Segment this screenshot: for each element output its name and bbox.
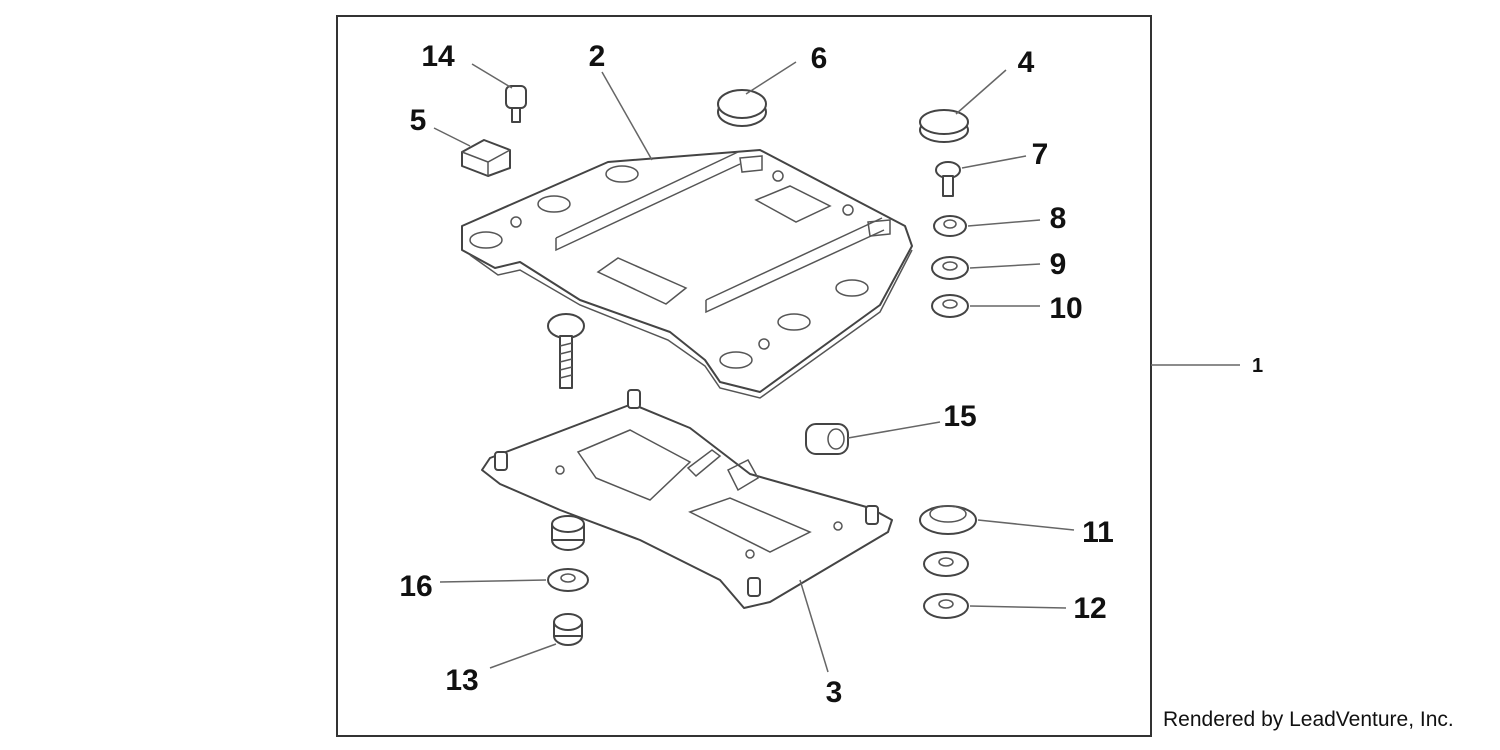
part-label-7: 7	[1032, 138, 1049, 171]
diagram-frame	[336, 15, 1152, 737]
part-label-5: 5	[410, 104, 427, 137]
part-13-collar	[553, 613, 583, 646]
part-11-grommet	[919, 505, 977, 535]
part-label-8: 8	[1050, 202, 1067, 235]
part-label-4: 4	[1018, 46, 1035, 79]
part-label-15: 15	[943, 400, 976, 433]
lower-base-plate	[481, 389, 893, 609]
part-7-screw	[935, 161, 961, 197]
leader-lines	[433, 61, 1075, 673]
part-9-washer	[931, 256, 969, 280]
part-10-washer	[931, 294, 969, 318]
part-label-3: 3	[826, 676, 843, 709]
render-credit: Rendered by LeadVenture, Inc.	[1163, 708, 1454, 731]
long-bolt	[547, 313, 585, 389]
part-label-12: 12	[1073, 592, 1106, 625]
part-label-11: 11	[1082, 516, 1114, 549]
part-8-washer	[933, 215, 967, 237]
part-label-13: 13	[445, 664, 478, 697]
part-6-pad	[717, 89, 767, 127]
kit-number-label: 1	[1252, 355, 1263, 377]
part-label-16: 16	[399, 570, 432, 603]
part-5-cap	[461, 139, 511, 177]
part-14-pin	[505, 85, 527, 123]
part-label-2: 2	[589, 40, 606, 73]
part-label-10: 10	[1049, 292, 1082, 325]
part-12-washer	[923, 551, 969, 619]
upper-mount-plate	[461, 149, 913, 399]
spacer	[551, 515, 585, 551]
part-4-pad	[919, 109, 969, 143]
part-label-14: 14	[421, 40, 455, 73]
part-16-washer	[547, 568, 589, 592]
part-label-9: 9	[1050, 248, 1067, 281]
part-label-6: 6	[811, 42, 828, 75]
part-15-bushing	[805, 423, 849, 455]
